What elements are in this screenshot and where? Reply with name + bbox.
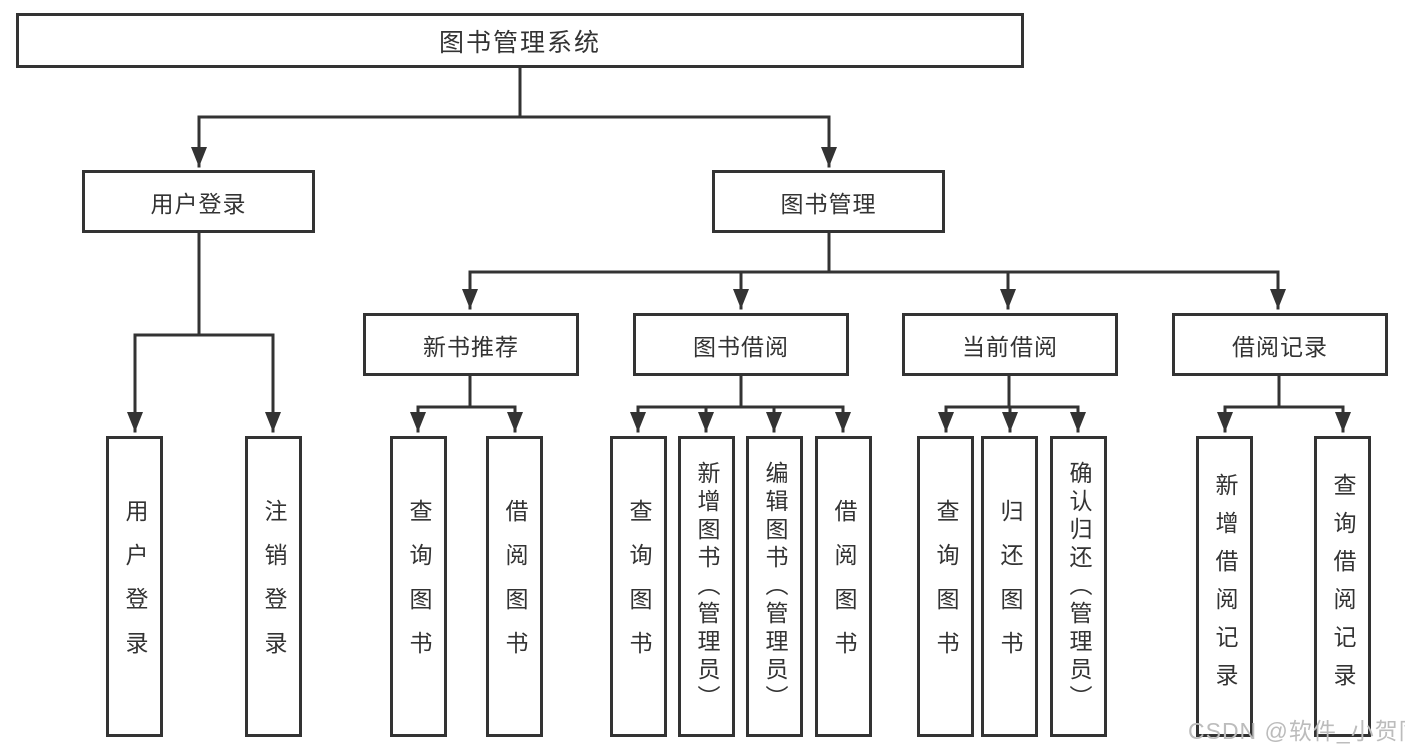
leaf-borrow-book: 借阅图书 bbox=[815, 436, 872, 737]
node-current-borrow: 当前借阅 bbox=[902, 313, 1118, 376]
leaf-edit-book-admin: 编辑图书（管理员） bbox=[746, 436, 803, 737]
leaf-borrow-book-recommend: 借阅图书 bbox=[486, 436, 543, 737]
leaf-add-book-admin: 新增图书（管理员） bbox=[678, 436, 735, 737]
node-borrow-record: 借阅记录 bbox=[1172, 313, 1388, 376]
leaf-logout: 注销登录 bbox=[245, 436, 302, 737]
csdn-watermark: CSDN @软件_小贺同学 bbox=[1188, 718, 1405, 744]
leaf-label: 确认归还（管理员） bbox=[1066, 460, 1092, 713]
leaf-label: 注销登录 bbox=[261, 498, 287, 675]
leaf-query-borrow-record: 查询借阅记录 bbox=[1314, 436, 1371, 737]
leaf-return-book: 归还图书 bbox=[981, 436, 1038, 737]
leaf-confirm-return-admin: 确认归还（管理员） bbox=[1050, 436, 1107, 737]
node-root-system: 图书管理系统 bbox=[16, 13, 1024, 68]
leaf-query-book-recommend: 查询图书 bbox=[390, 436, 447, 737]
leaf-label: 用户登录 bbox=[122, 498, 148, 675]
leaf-user-login: 用户登录 bbox=[106, 436, 163, 737]
leaf-label: 查询图书 bbox=[406, 498, 432, 675]
node-book-borrow: 图书借阅 bbox=[633, 313, 849, 376]
leaf-label: 新增图书（管理员） bbox=[694, 460, 720, 713]
leaf-label: 编辑图书（管理员） bbox=[762, 460, 788, 713]
leaf-label: 查询图书 bbox=[933, 498, 959, 675]
leaf-query-book-borrow: 查询图书 bbox=[610, 436, 667, 737]
leaf-label: 借阅图书 bbox=[831, 498, 857, 675]
leaf-label: 查询借阅记录 bbox=[1330, 472, 1356, 701]
leaf-label: 归还图书 bbox=[997, 498, 1023, 675]
leaf-add-borrow-record: 新增借阅记录 bbox=[1196, 436, 1253, 737]
node-book-management-branch: 图书管理 bbox=[712, 170, 945, 233]
leaf-label: 借阅图书 bbox=[502, 498, 528, 675]
leaf-label: 新增借阅记录 bbox=[1212, 472, 1238, 701]
node-new-book-recommend: 新书推荐 bbox=[363, 313, 579, 376]
leaf-label: 查询图书 bbox=[626, 498, 652, 675]
node-user-login-branch: 用户登录 bbox=[82, 170, 315, 233]
leaf-query-book-current: 查询图书 bbox=[917, 436, 974, 737]
